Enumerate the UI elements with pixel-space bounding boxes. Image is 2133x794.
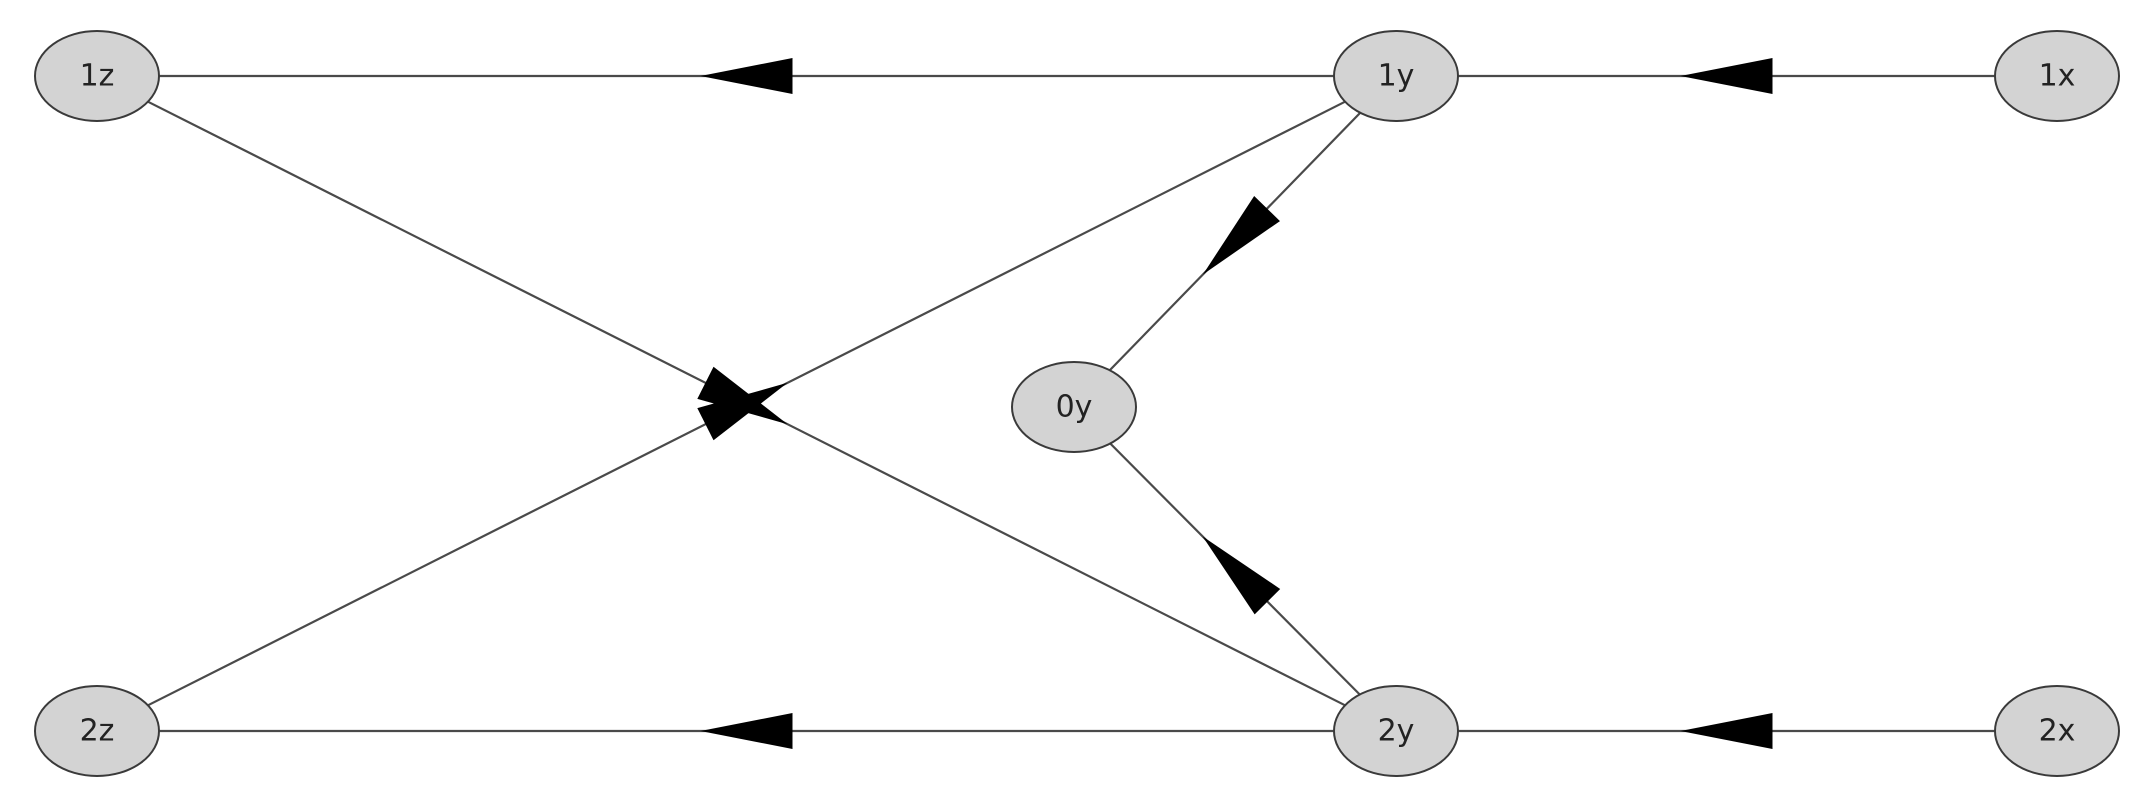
arrowhead-2x-to-2y xyxy=(1680,713,1773,749)
node-0y: 0y xyxy=(1011,361,1137,453)
node-ellipse xyxy=(34,30,160,122)
node-1z: 1z xyxy=(34,30,160,122)
arrowhead-2y-to-2z xyxy=(700,713,793,749)
node-2y: 2y xyxy=(1333,685,1459,777)
node-label: 2y xyxy=(1378,714,1415,749)
arrowhead-1y-to-1z xyxy=(700,58,793,94)
node-label: 2x xyxy=(2039,714,2076,749)
nodes-layer: 1z 1y 1x 0y 2z 2y 2x xyxy=(34,30,2120,777)
node-ellipse xyxy=(1333,30,1459,122)
arrowhead-2y-to-0y xyxy=(1202,536,1281,615)
node-1y: 1y xyxy=(1333,30,1459,122)
node-1x: 1x xyxy=(1994,30,2120,122)
node-label: 1y xyxy=(1378,59,1415,94)
node-label: 0y xyxy=(1056,390,1093,425)
arrowhead-1y-to-0y xyxy=(1202,195,1280,275)
node-label: 2z xyxy=(80,714,115,749)
node-label: 1x xyxy=(2039,59,2076,94)
node-ellipse xyxy=(34,685,160,777)
node-ellipse xyxy=(1994,30,2120,122)
node-ellipse xyxy=(1011,361,1137,453)
node-label: 1z xyxy=(80,59,115,94)
edges-layer xyxy=(147,58,1995,749)
arrowhead-2z-to-1y xyxy=(697,382,788,441)
arrowhead-1x-to-1y xyxy=(1680,58,1773,94)
node-2z: 2z xyxy=(34,685,160,777)
node-2x: 2x xyxy=(1994,685,2120,777)
node-ellipse xyxy=(1994,685,2120,777)
node-ellipse xyxy=(1333,685,1459,777)
